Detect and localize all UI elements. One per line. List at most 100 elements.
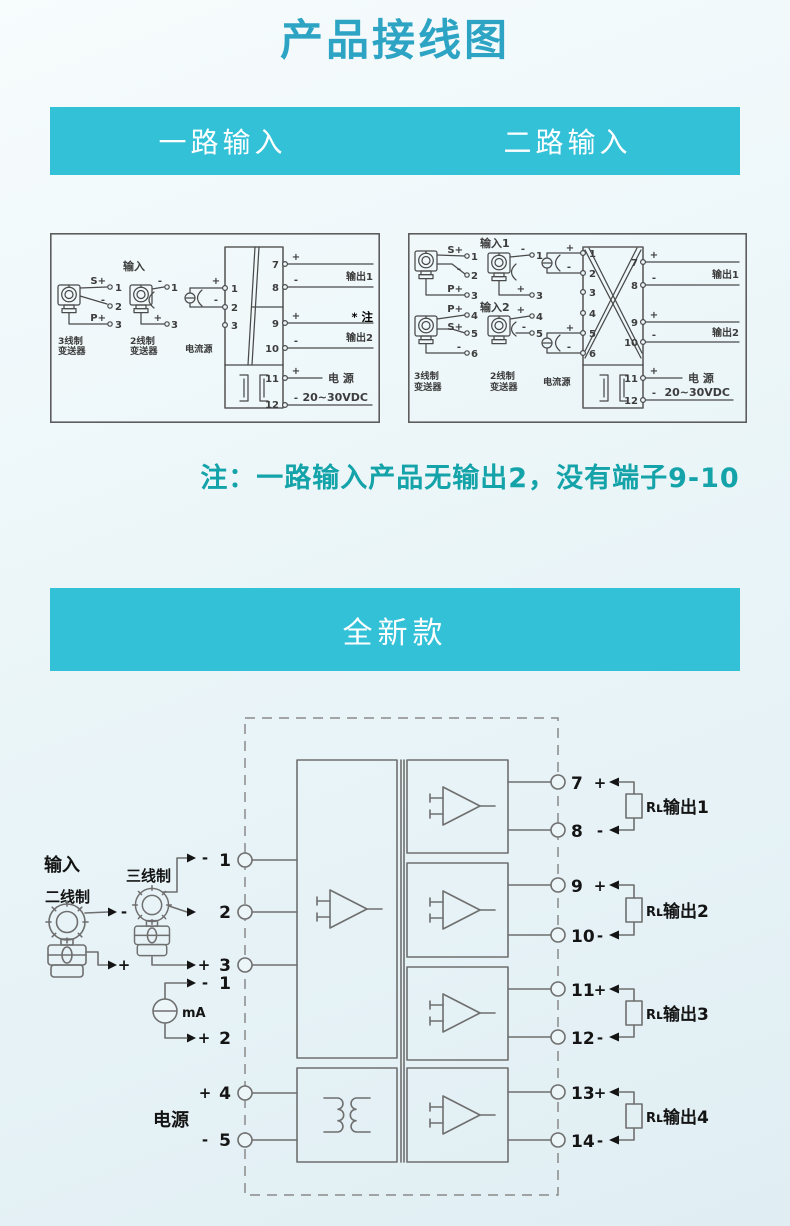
- transmitter-3wire-wires: [68, 286, 108, 325]
- pin-label: -: [101, 295, 105, 306]
- load-resistor: [625, 1000, 643, 1026]
- block-terminal: [222, 303, 229, 310]
- pin-label: S+: [447, 245, 463, 256]
- polarity-sign: -: [202, 849, 208, 867]
- polarity-sign: -: [597, 1029, 603, 1047]
- three-wire-label: 三线制: [126, 867, 171, 885]
- pin-terminal: [164, 321, 170, 327]
- transmitter-2wire-icon: [45, 900, 89, 978]
- terminal-number: 13: [571, 1084, 595, 1104]
- pin-terminal: [529, 313, 535, 319]
- terminal-number: 5: [219, 1131, 231, 1151]
- output-amplifier-block-3: [406, 966, 509, 1061]
- isolation-barrier-lines: [400, 759, 405, 1163]
- polarity-sign: -: [294, 336, 298, 347]
- current-source-unit: [541, 332, 581, 354]
- diagram-one-input: S+ - P+ 1 2 3 输入 - + 1 3 + - 3线制 变送器 2线制…: [50, 233, 380, 423]
- block-number: 12: [624, 396, 638, 407]
- pin-number: 1: [115, 283, 122, 294]
- input-amplifier-block: [296, 759, 398, 1059]
- polarity-sign: -: [202, 974, 208, 992]
- transmitter-2wire-label: 2线制: [490, 370, 515, 382]
- power-label: 电源: [153, 1109, 189, 1131]
- pin-terminal: [464, 292, 470, 298]
- transmitter-3wire-label: 3线制: [414, 370, 439, 382]
- pin-label: P+: [90, 313, 106, 324]
- pin-number: 3: [171, 320, 178, 331]
- block-terminal: [282, 319, 289, 326]
- polarity-sign: -: [597, 1132, 603, 1150]
- terminal-3: [237, 957, 253, 973]
- pin-terminal: [164, 284, 170, 290]
- block-number: 9: [631, 318, 638, 329]
- polarity-sign: +: [212, 276, 220, 287]
- arrow-icon: [187, 907, 196, 917]
- arrow-icon: [108, 960, 117, 970]
- isolator-block: [582, 246, 644, 409]
- block-terminal: [580, 329, 587, 336]
- block-terminal: [640, 375, 647, 382]
- polarity-sign: +: [118, 956, 131, 974]
- load-resistor: [625, 793, 643, 819]
- block-number: 12: [265, 400, 279, 411]
- output-label: 输出1: [663, 797, 709, 818]
- terminal-4: [237, 1085, 253, 1101]
- pin-label: S+: [90, 276, 106, 287]
- polarity-sign: +: [292, 252, 300, 263]
- polarity-sign: +: [594, 1084, 607, 1102]
- block-terminal: [282, 283, 289, 290]
- polarity-sign: -: [567, 262, 571, 273]
- block-terminal: [640, 397, 647, 404]
- pin-terminal: [107, 321, 113, 327]
- banner-label-two-input: 二路输入: [503, 126, 632, 159]
- terminal-number: 11: [571, 981, 595, 1001]
- transmitter-3wire-label: 3线制: [58, 335, 83, 347]
- block-terminal: [282, 402, 289, 409]
- terminal-number: 2: [219, 903, 231, 923]
- terminal-number: 7: [571, 774, 583, 794]
- note-text: 注：一路输入产品无输出2，没有端子9-10: [200, 463, 740, 494]
- output-label: 输出4: [663, 1107, 709, 1128]
- block-number: 10: [624, 338, 638, 349]
- current-source-unit: [184, 287, 223, 308]
- output-group-1: 7 + Rʟ 输出1 - 8: [550, 774, 709, 842]
- terminal-number: 9: [571, 877, 583, 897]
- block-number: 4: [589, 309, 596, 320]
- pin-terminal: [107, 303, 113, 309]
- transmitter-wires: [84, 857, 188, 966]
- pin-terminal: [464, 253, 470, 259]
- block-terminal: [580, 250, 587, 257]
- block-terminal: [640, 281, 647, 288]
- block-terminal: [640, 338, 647, 345]
- section-banner-new-model: 全新款: [50, 588, 740, 671]
- pin-label: P+: [447, 284, 463, 295]
- output-wires: [287, 263, 374, 406]
- transmitter-2wire-label: 变送器: [490, 381, 518, 393]
- transmitter-3wire-label: 变送器: [58, 345, 86, 357]
- pin-label: P+: [447, 304, 463, 315]
- diagram-new-model: 输入 二线制 三线制 - + - + - + + - 1 2 3 1 2 4 5: [44, 717, 709, 1196]
- transmitter-2wire-wires: [498, 254, 531, 296]
- block-number: 11: [265, 374, 279, 385]
- terminal-number: 4: [219, 1084, 231, 1104]
- power-label: 电 源: [328, 371, 354, 385]
- pin-label: -: [521, 244, 525, 255]
- block-terminal: [222, 321, 229, 328]
- polarity-sign: +: [594, 774, 607, 792]
- output-wires: [645, 261, 740, 401]
- polarity-sign: -: [652, 388, 656, 399]
- block-number: 8: [631, 281, 638, 292]
- transmitter-2wire-wires: [140, 286, 165, 325]
- polarity-sign: +: [566, 243, 574, 254]
- pin-terminal: [464, 272, 470, 278]
- terminal-number: 3: [219, 956, 231, 976]
- pin-label: -: [457, 264, 461, 275]
- pin-terminal: [107, 284, 113, 290]
- arrow-icon: [609, 825, 619, 835]
- block-number: 10: [265, 344, 279, 355]
- terminal-2: [237, 904, 253, 920]
- block-terminal: [282, 261, 289, 268]
- polarity-sign: -: [652, 330, 656, 341]
- block-number: 2: [231, 303, 238, 314]
- polarity-sign: +: [650, 250, 658, 261]
